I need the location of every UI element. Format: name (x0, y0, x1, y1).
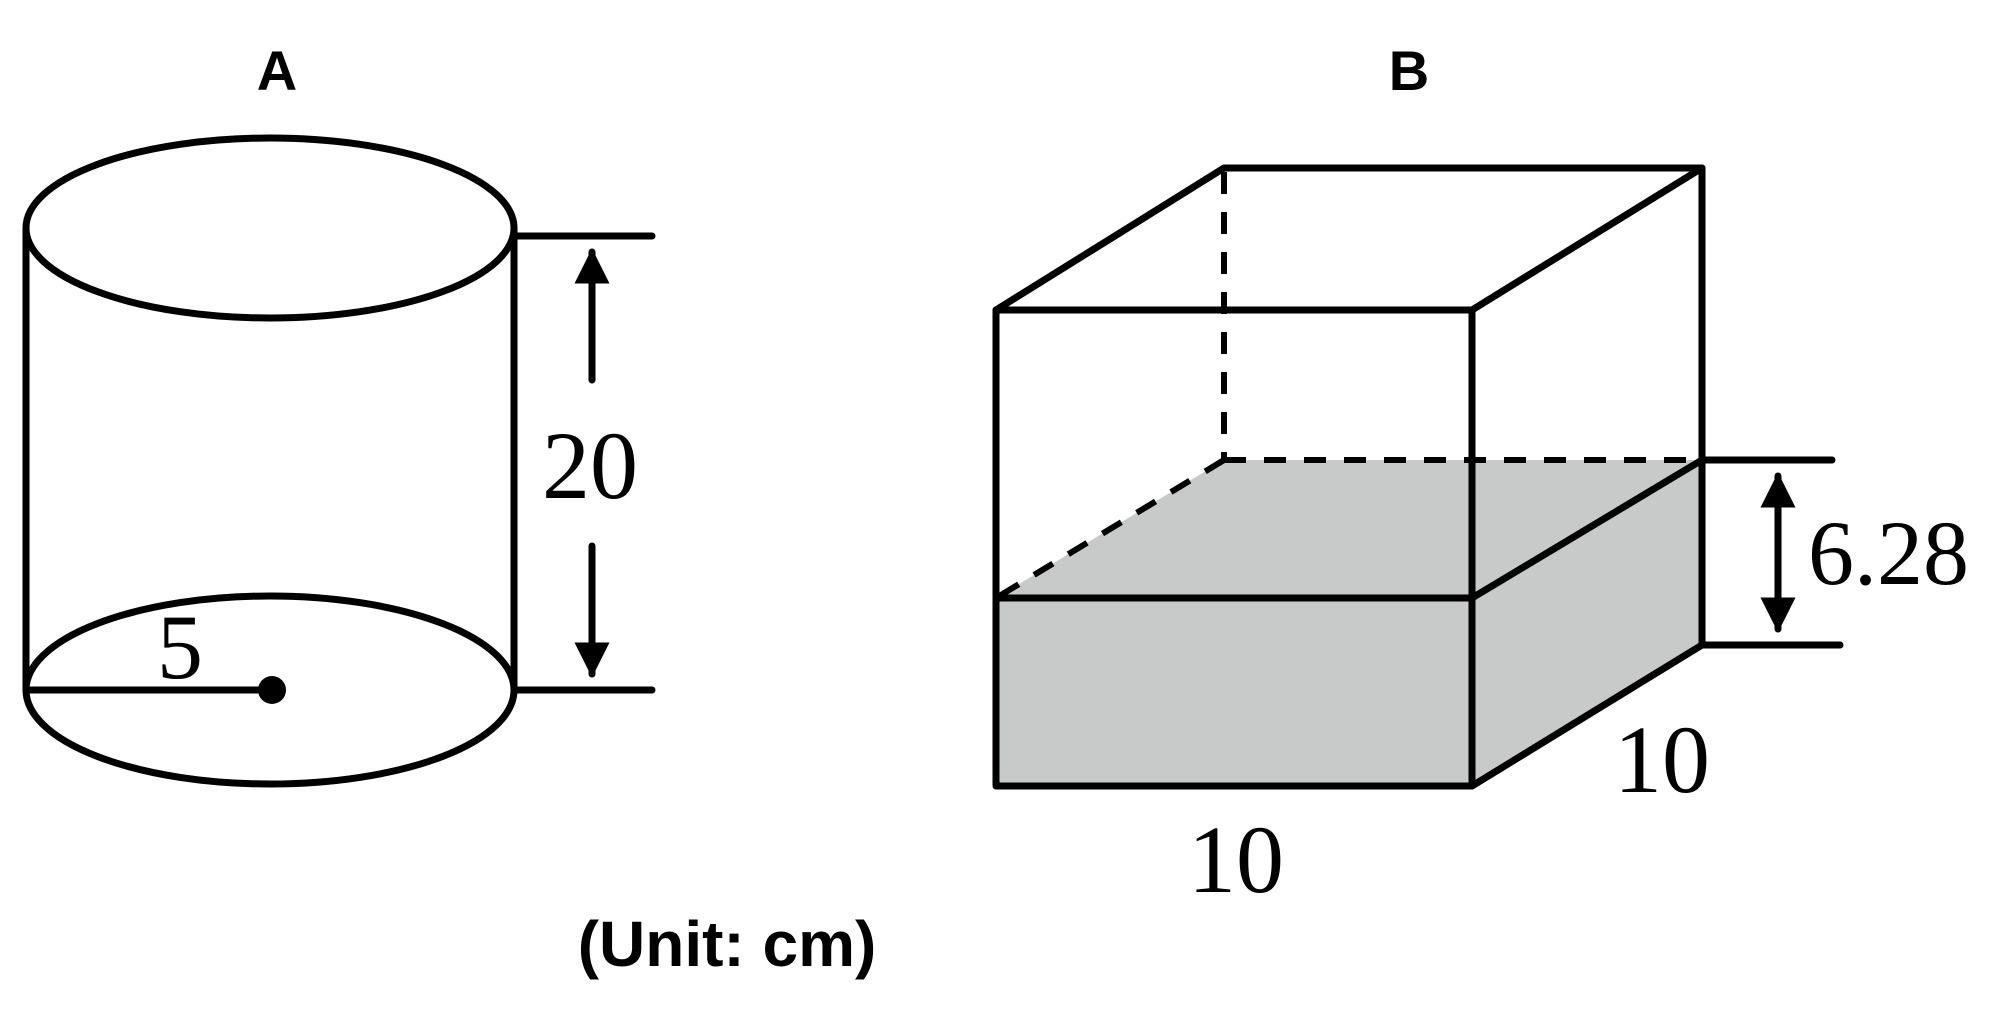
figure-b-title: B (1389, 39, 1429, 102)
figure-a-title: A (257, 39, 297, 102)
cylinder-center-dot (258, 676, 286, 704)
figure-a-cylinder: A 5 20 (22, 39, 656, 788)
cylinder-height-label: 20 (542, 412, 638, 519)
cylinder-radius-label: 5 (157, 596, 203, 698)
box-width-label: 10 (1188, 806, 1284, 913)
cylinder-top-ellipse (22, 134, 518, 322)
water-side-face (1472, 460, 1702, 786)
figure-b-box: B 6.28 10 10 (992, 39, 1969, 913)
box-depth-label: 10 (1614, 706, 1710, 813)
unit-label: (Unit: cm) (578, 908, 877, 980)
water-hidden-left-edge (994, 457, 1226, 601)
box-top-face-outline (992, 164, 1706, 314)
water-front-face (996, 598, 1472, 786)
box-bottom-right-edge (1468, 641, 1706, 790)
water-line-side (1468, 456, 1706, 602)
water-height-label: 6.28 (1808, 502, 1969, 604)
